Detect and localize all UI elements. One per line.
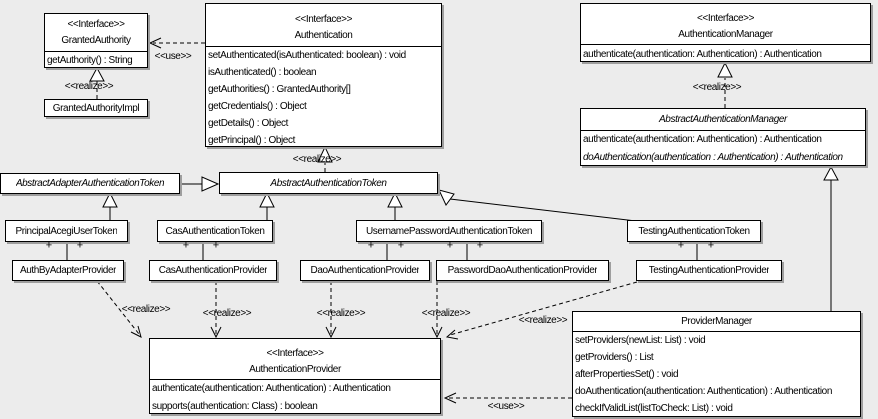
class-authentication-manager[interactable]: <<Interface>> AuthenticationManager auth… bbox=[580, 3, 871, 62]
method: getAuthority() : String bbox=[47, 55, 133, 66]
class-name: PasswordDaoAuthenticationProvider bbox=[447, 265, 598, 276]
realize-arrowhead-dao bbox=[325, 326, 337, 339]
method: getCredentials() : Object bbox=[208, 101, 307, 112]
generalization-principal-token-to-adapter-token bbox=[102, 191, 118, 220]
class-name: AbstractAuthenticationManager bbox=[659, 114, 787, 125]
method: setProviders(newList: List) : void bbox=[575, 335, 706, 346]
realize-arrowhead-passworddao bbox=[431, 326, 443, 339]
class-username-password-authentication-token[interactable]: UsernamePasswordAuthenticationToken bbox=[356, 220, 542, 242]
method: doAuthentication(authentication : Authen… bbox=[583, 152, 843, 163]
class-testing-authentication-token[interactable]: TestingAuthenticationToken bbox=[627, 220, 761, 242]
method: getDetails() : Object bbox=[208, 118, 288, 129]
class-name: AuthenticationProvider bbox=[249, 364, 341, 375]
class-cas-authentication-token[interactable]: CasAuthenticationToken bbox=[157, 220, 273, 242]
class-abstract-adapter-authentication-token[interactable]: AbstractAdapterAuthenticationToken bbox=[0, 173, 180, 194]
realize-label: <<realize>> bbox=[64, 81, 114, 92]
class-abstract-authentication-manager[interactable]: AbstractAuthenticationManager authentica… bbox=[580, 108, 866, 166]
method: authenticate(authentication: Authenticat… bbox=[583, 134, 822, 145]
class-name: TestingAuthenticationProvider bbox=[648, 265, 770, 276]
realize-label: <<realize>> bbox=[692, 82, 742, 93]
class-name: GrantedAuthority bbox=[61, 35, 131, 46]
method: supports(authentication: Class) : boolea… bbox=[152, 401, 318, 412]
class-password-dao-authentication-provider[interactable]: PasswordDaoAuthenticationProvider bbox=[436, 260, 609, 281]
class-name: GrantedAuthorityImpl bbox=[52, 102, 140, 114]
method: afterPropertiesSet() : void bbox=[575, 369, 679, 380]
use-arrowhead-grantedauthority bbox=[148, 37, 162, 49]
class-auth-by-adapter-provider[interactable]: AuthByAdapterProvider bbox=[12, 260, 124, 281]
class-name: UsernamePasswordAuthenticationToken bbox=[365, 225, 533, 237]
class-granted-authority-impl[interactable]: GrantedAuthorityImpl bbox=[44, 99, 148, 117]
method: setAuthenticated(isAuthenticated: boolea… bbox=[208, 50, 406, 61]
method: authenticate(authentication: Authenticat… bbox=[583, 49, 822, 60]
class-name: AuthByAdapterProvider bbox=[19, 265, 117, 276]
realize-arrowhead-authbyadapter bbox=[130, 325, 142, 338]
generalization-cas-token-to-abstract-token bbox=[259, 191, 275, 220]
method: getAuthorities() : GrantedAuthority[] bbox=[208, 84, 351, 95]
realize-triangle-authenticationmanager bbox=[717, 61, 733, 78]
realize-triangle-grantedauthority bbox=[89, 66, 105, 82]
association-end-label: + bbox=[182, 239, 190, 252]
method: checkIfValidList(listToCheck: List) : vo… bbox=[575, 403, 733, 414]
association-end-label: + bbox=[45, 239, 53, 252]
class-name: CasAuthenticationToken bbox=[165, 225, 265, 237]
class-name: Authentication bbox=[294, 30, 353, 41]
method: isAuthenticated() : boolean bbox=[208, 67, 317, 78]
association-end-label: + bbox=[476, 239, 484, 252]
class-abstract-authentication-token[interactable]: AbstractAuthenticationToken bbox=[219, 172, 438, 194]
use-arrowhead-authenticationprovider bbox=[443, 392, 457, 404]
realize-label: <<realize>> bbox=[518, 315, 568, 326]
realize-label: <<realize>> bbox=[292, 154, 342, 165]
realize-testing-provider bbox=[449, 281, 638, 336]
class-name: TestingAuthenticationToken bbox=[638, 225, 750, 237]
realize-arrowhead-testing bbox=[445, 329, 459, 340]
association-end-label: + bbox=[397, 239, 405, 252]
class-name: CasAuthenticationProvider bbox=[158, 265, 268, 276]
association-end-label: + bbox=[677, 239, 685, 252]
method: getProviders() : List bbox=[575, 352, 654, 363]
use-label: <<use>> bbox=[487, 401, 525, 412]
method: getPrincipal() : Object bbox=[208, 135, 295, 146]
generalization-adapter-token-to-abstract-token bbox=[180, 176, 220, 192]
realize-authbyadapter-provider bbox=[96, 280, 140, 335]
stereotype-label: <<Interface>> bbox=[294, 14, 353, 25]
generalization-username-token-to-abstract-token bbox=[387, 191, 403, 220]
method: doAuthentication(authentication: Authent… bbox=[575, 386, 832, 397]
class-authentication[interactable]: <<Interface>> Authentication setAuthenti… bbox=[205, 3, 442, 147]
generalization-provider-manager-to-abstract-manager bbox=[823, 165, 839, 311]
realize-label: <<realize>> bbox=[316, 308, 366, 319]
use-label: <<use>> bbox=[154, 51, 192, 62]
realize-label: <<realize>> bbox=[121, 304, 171, 315]
stereotype-label: <<Interface>> bbox=[696, 13, 755, 24]
stereotype-label: <<Interface>> bbox=[266, 348, 324, 359]
class-name: DaoAuthenticationProvider bbox=[310, 265, 420, 276]
association-end-label: + bbox=[707, 239, 715, 252]
class-name: AbstractAdapterAuthenticationToken bbox=[15, 178, 165, 189]
association-end-label: + bbox=[446, 239, 454, 252]
class-authentication-provider[interactable]: <<Interface>> AuthenticationProvider aut… bbox=[149, 338, 441, 414]
method: authenticate(authentication: Authenticat… bbox=[152, 383, 391, 394]
class-testing-authentication-provider[interactable]: TestingAuthenticationProvider bbox=[636, 260, 782, 281]
generalization-testing-token-to-abstract-token bbox=[438, 189, 637, 222]
class-name: PrincipalAcegiUserToken bbox=[15, 225, 118, 237]
class-cas-authentication-provider[interactable]: CasAuthenticationProvider bbox=[149, 260, 277, 281]
class-name: ProviderManager bbox=[681, 316, 752, 327]
realize-arrowhead-cas bbox=[210, 326, 222, 339]
realize-label: <<realize>> bbox=[421, 308, 471, 319]
realize-label: <<realize>> bbox=[202, 308, 252, 319]
class-dao-authentication-provider[interactable]: DaoAuthenticationProvider bbox=[300, 260, 430, 281]
class-principal-acegi-user-token[interactable]: PrincipalAcegiUserToken bbox=[5, 220, 128, 242]
stereotype-label: <<Interface>> bbox=[67, 19, 125, 30]
class-name: AuthenticationManager bbox=[678, 29, 773, 40]
association-end-label: + bbox=[367, 239, 375, 252]
class-provider-manager[interactable]: ProviderManager setProviders(newList: Li… bbox=[572, 311, 861, 417]
class-name: AbstractAuthenticationToken bbox=[270, 177, 387, 189]
association-end-label: + bbox=[212, 239, 220, 252]
association-end-label: + bbox=[76, 239, 84, 252]
class-granted-authority[interactable]: <<Interface>> GrantedAuthority getAuthor… bbox=[44, 13, 148, 68]
realize-triangle-authentication bbox=[317, 145, 333, 163]
